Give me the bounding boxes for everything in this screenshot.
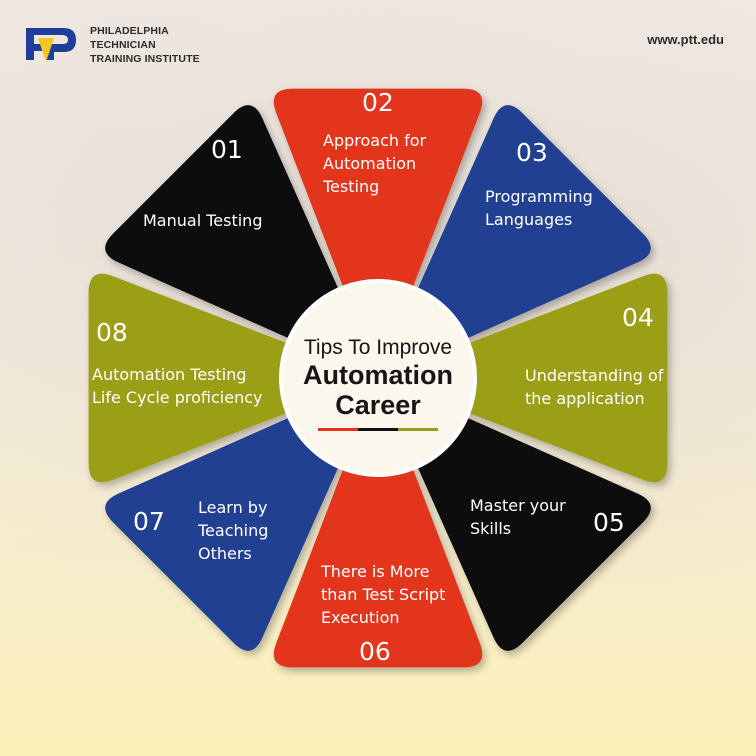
center-title-line: Tips To Improve (303, 336, 453, 359)
tip-wedge-06 (273, 379, 483, 668)
tip-07-number: 07 (133, 507, 165, 536)
brand-line: TECHNICIAN (90, 39, 156, 51)
tip-01-text: Manual Testing (143, 211, 263, 230)
tip-03-number: 03 (516, 138, 548, 167)
tip-06-number: 06 (359, 637, 391, 666)
tip-06-text: There is More than Test Script Execution (321, 562, 446, 627)
center-circle (279, 279, 477, 477)
tip-05-number: 05 (593, 508, 625, 537)
tip-05-text: Master your Skills (470, 496, 566, 538)
website-url[interactable]: www.ptt.edu (647, 32, 724, 47)
brand-line: PHILADELPHIA (90, 25, 169, 37)
center-title-emphasis: Career (335, 390, 421, 420)
tip-01-number: 01 (211, 135, 243, 164)
tip-02-number: 02 (362, 88, 394, 117)
underline-red (318, 428, 358, 431)
tip-wedge-04 (379, 273, 668, 483)
brand-name: PHILADELPHIA TECHNICIAN TRAINING INSTITU… (90, 24, 200, 66)
underline-olive (398, 428, 438, 431)
tip-08-number: 08 (96, 318, 128, 347)
tip-wedge-08 (88, 273, 377, 483)
underline-black (358, 428, 398, 431)
ptt-logo-icon (26, 28, 76, 62)
tip-08-text: Automation Testing Life Cycle proficienc… (92, 365, 263, 407)
tip-wedge-02 (273, 88, 483, 377)
tip-02-text: Approach for Automation Testing (323, 131, 427, 196)
tip-04-text: Understanding of the application (525, 366, 664, 408)
center-title-emphasis: Automation (303, 360, 453, 390)
tip-03-text: Programming Languages (485, 187, 593, 229)
tip-07-text: Learn by Teaching Others (198, 498, 269, 563)
center-title: Tips To Improve Automation Career (282, 336, 474, 420)
tip-04-number: 04 (622, 303, 654, 332)
brand-line: TRAINING INSTITUTE (90, 53, 200, 65)
